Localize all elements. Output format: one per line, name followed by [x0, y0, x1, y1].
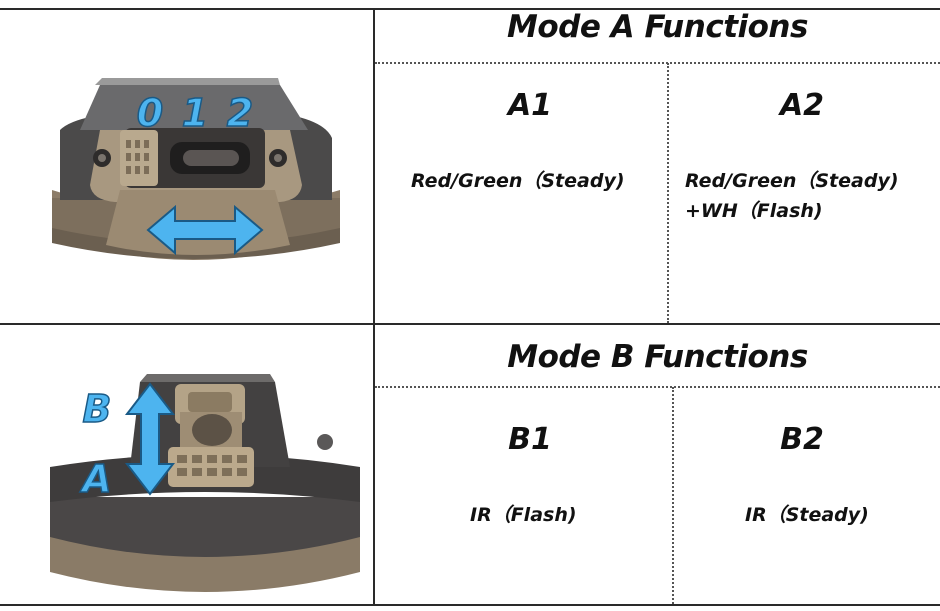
switch-label-1: 1: [182, 91, 208, 135]
mode-b1-function: IR（Flash): [470, 504, 577, 526]
mode-a-title: Mode A Functions: [507, 9, 808, 45]
mode-b2-code: B2: [780, 422, 824, 457]
section-divider: [0, 323, 940, 325]
mode-a-cell-separator: [667, 63, 669, 323]
double-arrow-horizontal-icon: [146, 204, 264, 256]
mode-a2-code: A2: [779, 88, 825, 123]
mode-a-title-separator: [375, 62, 940, 64]
mode-a1-function: Red/Green（Steady): [411, 170, 625, 192]
mode-b2-function: IR（Steady): [745, 504, 869, 526]
column-divider: [373, 8, 375, 606]
top-border: [0, 8, 940, 10]
bottom-border: [0, 604, 940, 606]
mode-b-cell-separator: [672, 387, 674, 604]
mode-a-device-photo: 0 1 2: [52, 78, 340, 260]
switch-label-0: 0: [137, 91, 163, 135]
mode-a2-function-line1: Red/Green（Steady): [685, 170, 899, 192]
mode-b1-code: B1: [508, 422, 552, 457]
mode-b-title: Mode B Functions: [507, 339, 808, 375]
switch-label-b: B: [83, 387, 112, 431]
mode-b-title-separator: [375, 386, 940, 388]
mode-b-device-photo: B A: [50, 374, 360, 592]
switch-label-a: A: [79, 457, 111, 501]
double-arrow-vertical-icon: [124, 382, 176, 496]
switch-label-2: 2: [227, 91, 253, 135]
mode-a2-function-line2: +WH（Flash): [685, 200, 823, 222]
mode-a1-code: A1: [507, 88, 553, 123]
